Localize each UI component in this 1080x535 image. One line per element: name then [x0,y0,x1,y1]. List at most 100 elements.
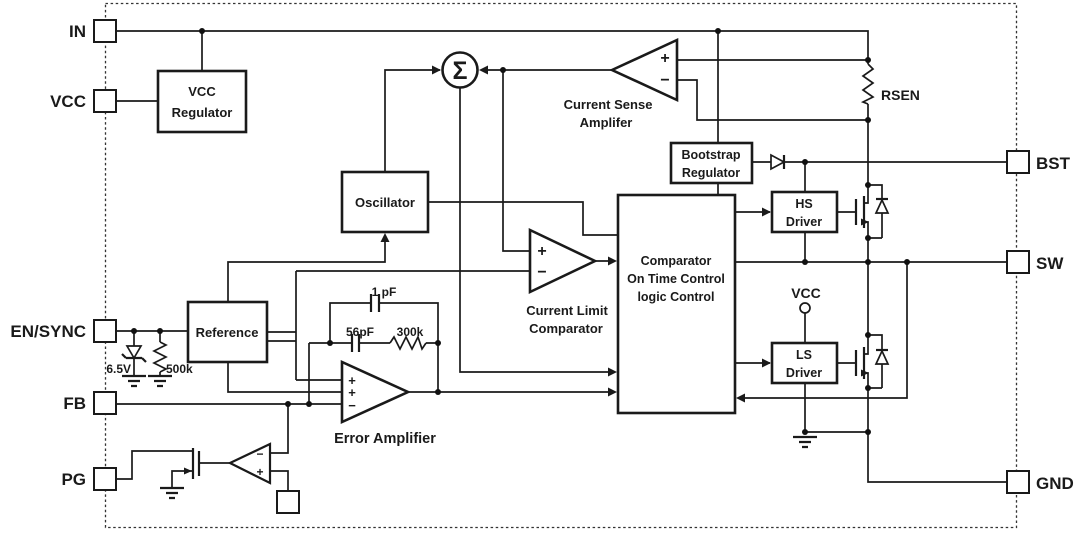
zener-ground-icon [122,374,146,388]
arrow-into-hsdriver-icon [762,207,771,217]
hs-body-diode [874,197,890,214]
current-limit-comparator-triangle [528,227,599,295]
ref-to-osc-wire [227,242,386,302]
cs-to-currentlimit-wire [502,70,530,252]
bootstrap-label-2: Regulator [682,166,740,180]
osc-output-wire [428,201,618,236]
pin-vcc-label: VCC [50,92,86,111]
pin-fb-square [93,391,117,415]
cs-minus-sign: − [660,72,669,89]
reference-block [186,300,269,364]
pin-in: IN [69,19,117,43]
fb-to-pgcomp-wire [270,404,289,454]
junction-dots [131,28,910,435]
pin-en-sync-label: EN/SYNC [10,322,86,341]
r500k-label: 500k [166,362,193,376]
current-limit-label-1: Current Limit [526,303,608,318]
arrow-feedback-into-block-icon [736,393,745,403]
pin-bst-square [1006,150,1030,174]
oscillator-block [340,170,430,234]
zener-diode [125,345,143,360]
bootstrap-regulator-block [669,141,754,185]
ea-minus-sign: − [348,398,356,413]
c-1pf-branch-wire [329,302,439,392]
ls-driver-label-1: LS [796,348,812,362]
cs-minus-wire [677,79,868,121]
control-block-label-3: logic Control [637,290,714,304]
pgcomp-plus-wire [270,470,289,491]
pin-sw-square [1006,250,1030,274]
pin-vcc: VCC [50,89,117,113]
arrow-into-oscillator-icon [380,233,390,242]
vcc-regulator-block [156,69,248,134]
wires [116,30,1007,491]
r300k-label: 300k [397,325,424,339]
hs-driver-block [770,190,839,234]
pg-comparator-triangle [227,442,272,485]
oscillator-label: Oscillator [355,195,415,210]
ls-body-diode [874,348,890,365]
hs-driver-label-1: HS [795,197,812,211]
pin-sw: SW [1006,250,1064,274]
pg-mosfet [171,448,201,487]
r-300k-resistor [389,334,427,351]
pin-bst: BST [1006,150,1071,174]
rsen-label: RSEN [881,87,920,103]
hs-driver-label-2: Driver [786,215,822,229]
summing-junction-circle [441,51,479,89]
ls-body-arrow-icon [861,369,869,377]
gnd-rail-wire [867,432,1007,483]
arrow-into-lsdriver-icon [762,358,771,368]
arrow-into-sigma-right-icon [479,65,488,75]
ls-driver-block [770,341,839,385]
ls-driver-label-2: Driver [786,366,822,380]
pin-vcc-square [93,89,117,113]
sw-feedback-wire [739,262,908,399]
ls-mosfet [837,262,890,432]
current-sense-amplifier-triangle [608,37,679,103]
pin-pg: PG [61,467,117,491]
pgcomp-minus-sign: − [256,447,263,461]
current-limit-label-2: Comparator [529,321,603,336]
vcc-regulator-label-2: Regulator [172,105,233,120]
pgcomp-plus-sign: + [256,465,263,479]
pin-bst-label: BST [1036,154,1071,173]
pin-in-label: IN [69,22,86,41]
c56pf-label: 56pF [346,325,374,339]
r-500k-resistor [152,341,168,373]
signal-arrows [380,65,771,403]
cl-minus-sign: − [537,264,546,281]
c-1pf-capacitor [369,294,381,312]
c-56pf-capacitor [350,334,361,352]
in-rail-wire [116,30,869,64]
error-amplifier-triangle [340,359,412,425]
lsdriver-gnd-wire [804,383,868,433]
bootstrap-diode [770,153,786,171]
pg-ground-icon [160,486,184,500]
pin-pg-label: PG [61,470,86,489]
hs-body-arrow-icon [861,218,869,226]
pin-en-sync-square [93,319,117,343]
current-sense-label-2: Amplifer [580,115,633,130]
ea-plus1-sign: + [348,373,356,388]
zener-label: 6.5V [106,362,131,376]
cs-plus-sign: + [660,50,669,67]
cl-plus-sign: + [537,243,546,260]
vcc-rail-label: VCC [791,285,821,301]
vcc-regulator-label-1: VCC [188,84,216,99]
arrow-sigma-into-block-icon [608,367,617,377]
ea-plus2-sign: + [348,385,356,400]
pin-gnd-label: GND [1036,474,1074,493]
arrow-ea-into-block-icon [608,387,617,397]
zener-bar [121,353,147,363]
bootstrap-label-1: Bootstrap [681,148,740,162]
hs-mosfet [837,184,890,262]
control-logic-block [616,193,737,415]
current-sense-label-1: Current Sense [564,97,653,112]
pin-gnd-square [1006,470,1030,494]
pg-wire [116,450,193,480]
vcc-terminal-icon [799,302,811,314]
pin-en-sync: EN/SYNC [10,319,117,343]
